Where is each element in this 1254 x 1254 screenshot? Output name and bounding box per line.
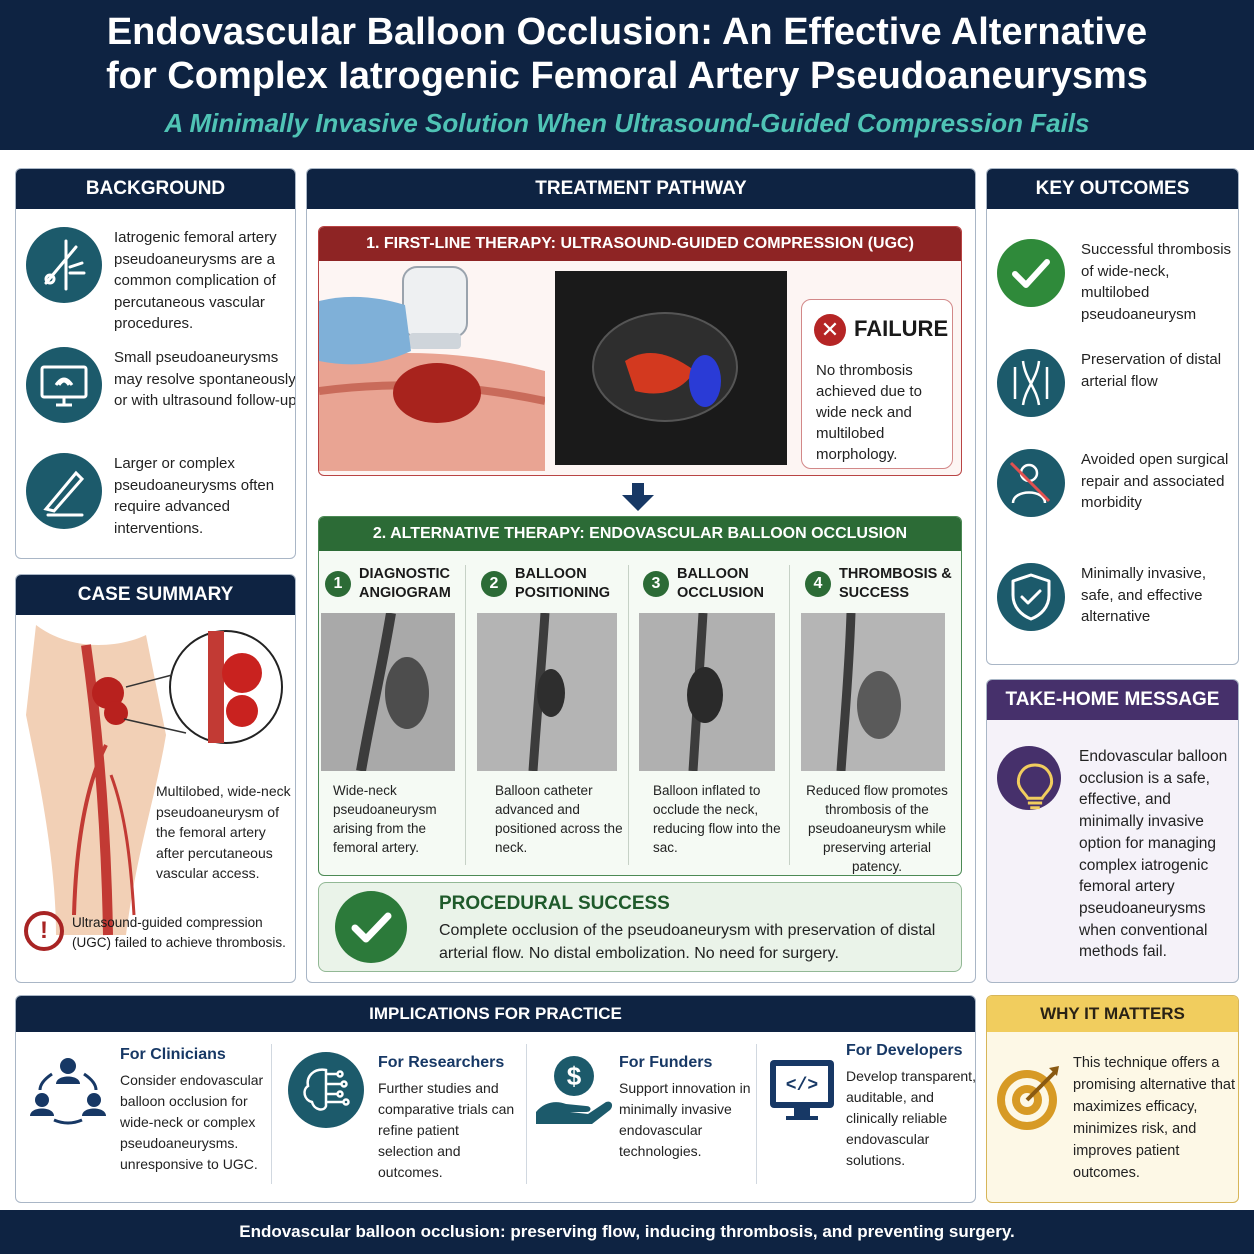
- no-surgery-icon: [997, 449, 1065, 517]
- brain-circuit-icon: [286, 1050, 366, 1130]
- first-line-heading: 1. FIRST-LINE THERAPY: ULTRASOUND-GUIDED…: [319, 227, 961, 261]
- alternative-therapy: 2. ALTERNATIVE THERAPY: ENDOVASCULAR BAL…: [318, 516, 962, 876]
- step-number: 1: [325, 571, 351, 597]
- svg-text:</>: </>: [786, 1076, 818, 1096]
- implication-item: </> For Developers Develop transparent, …: [764, 1036, 976, 1196]
- check-icon: [997, 239, 1065, 307]
- page-title: Endovascular Balloon Occlusion: An Effec…: [106, 11, 1148, 97]
- step-description: Balloon catheter advanced and positioned…: [495, 783, 623, 855]
- clinicians-group-icon: [28, 1050, 108, 1130]
- take-home-panel: TAKE-HOME MESSAGE Endovascular balloon o…: [986, 679, 1239, 983]
- why-it-matters-text: This technique offers a promising altern…: [1073, 1055, 1235, 1181]
- arrow-down-icon: [622, 483, 654, 511]
- implications-heading: IMPLICATIONS FOR PRACTICE: [16, 996, 975, 1032]
- svg-text:$: $: [567, 1061, 582, 1091]
- check-icon: [335, 891, 407, 963]
- step-card: 2 BALLOON POSITIONING Balloon catheter a…: [477, 557, 627, 867]
- case-summary-panel: CASE SUMMARY Multilobed, wide-neck pseud…: [15, 574, 296, 983]
- implication-text: Further studies and comparative trials c…: [378, 1080, 515, 1180]
- angiogram-image: [801, 613, 945, 771]
- ultrasound-monitor-icon: [26, 347, 102, 423]
- dollar-hand-icon: $: [534, 1050, 614, 1130]
- vascular-instrument-icon: [26, 227, 102, 303]
- target-icon: [993, 1062, 1065, 1134]
- step-card: 3 BALLOON OCCLUSION Balloon inflated to …: [639, 557, 789, 867]
- alternative-heading: 2. ALTERNATIVE THERAPY: ENDOVASCULAR BAL…: [319, 517, 961, 551]
- page-header: Endovascular Balloon Occlusion: An Effec…: [0, 0, 1254, 150]
- why-it-matters-panel: WHY IT MATTERS This technique offers a p…: [986, 995, 1239, 1203]
- first-line-therapy: 1. FIRST-LINE THERAPY: ULTRASOUND-GUIDED…: [318, 226, 962, 476]
- step-title: THROMBOSIS & SUCCESS: [839, 566, 952, 601]
- arterial-flow-icon: [997, 349, 1065, 417]
- implication-text: Support innovation in minimally invasive…: [619, 1080, 751, 1159]
- implication-text: Consider endovascular balloon occlusion …: [120, 1072, 264, 1172]
- shield-check-icon: [997, 563, 1065, 631]
- step-description: Reduced flow promotes thrombosis of the …: [806, 783, 948, 874]
- step-number: 3: [643, 571, 669, 597]
- implication-item: $ For Funders Support innovation in mini…: [534, 1036, 770, 1196]
- angiogram-image: [639, 613, 775, 771]
- failure-text: No thrombosis achieved due to wide neck …: [816, 362, 922, 463]
- implication-text: Develop transparent, auditable, and clin…: [846, 1068, 976, 1168]
- procedural-success: PROCEDURAL SUCCESS Complete occlusion of…: [318, 882, 962, 972]
- implication-item: For Clinicians Consider endovascular bal…: [28, 1036, 272, 1196]
- background-panel: BACKGROUND Iatrogenic femoral artery pse…: [15, 168, 296, 559]
- background-item: Small pseudoaneurysms may resolve sponta…: [26, 347, 295, 437]
- implications-panel: IMPLICATIONS FOR PRACTICE For Clinicians…: [15, 995, 976, 1203]
- step-description: Wide-neck pseudoaneurysm arising from th…: [333, 783, 437, 855]
- implication-title: For Clinicians: [120, 1046, 226, 1063]
- page-subtitle: A Minimally Invasive Solution When Ultra…: [164, 108, 1090, 138]
- step-title: BALLOON OCCLUSION: [677, 566, 764, 601]
- key-outcomes-panel: KEY OUTCOMES Successful thrombosis of wi…: [986, 168, 1239, 665]
- treatment-heading: TREATMENT PATHWAY: [307, 169, 975, 209]
- angiogram-image: [321, 613, 455, 771]
- page-footer: Endovascular balloon occlusion: preservi…: [0, 1210, 1254, 1254]
- angiogram-image: [477, 613, 617, 771]
- take-home-heading: TAKE-HOME MESSAGE: [987, 680, 1238, 720]
- success-text: Complete occlusion of the pseudoaneurysm…: [439, 922, 936, 962]
- implication-title: For Funders: [619, 1054, 713, 1071]
- implication-title: For Developers: [846, 1042, 963, 1059]
- compression-illustration: [319, 266, 545, 471]
- femoral-anatomy-illustration: [26, 625, 283, 936]
- step-number: 4: [805, 571, 831, 597]
- step-title: DIAGNOSTIC ANGIOGRAM: [359, 566, 451, 601]
- step-card: 1 DIAGNOSTIC ANGIOGRAM Wide-neck pseudoa…: [321, 557, 463, 867]
- key-outcomes-heading: KEY OUTCOMES: [987, 169, 1238, 209]
- ultrasound-doppler-image: [555, 271, 787, 465]
- why-it-matters-heading: WHY IT MATTERS: [987, 996, 1238, 1032]
- success-title: PROCEDURAL SUCCESS: [439, 893, 670, 914]
- case-description: Multilobed, wide-neck pseudoaneurysm of …: [156, 783, 291, 881]
- background-item: Iatrogenic femoral artery pseudoaneurysm…: [26, 227, 295, 332]
- implication-title: For Researchers: [378, 1054, 505, 1071]
- failure-title: FAILURE: [854, 316, 949, 341]
- alert-icon: !: [24, 911, 64, 951]
- code-monitor-icon: </>: [764, 1050, 844, 1130]
- close-icon: ✕: [814, 314, 846, 346]
- take-home-text: Endovascular balloon occlusion is a safe…: [1079, 748, 1228, 961]
- scalpel-icon: [26, 453, 102, 529]
- background-heading: BACKGROUND: [16, 169, 295, 209]
- step-title: BALLOON POSITIONING: [515, 566, 611, 601]
- lightbulb-icon: [997, 746, 1061, 810]
- step-description: Balloon inflated to occlude the neck, re…: [653, 783, 781, 855]
- implication-item: For Researchers Further studies and comp…: [286, 1036, 526, 1196]
- step-number: 2: [481, 571, 507, 597]
- step-card: 4 THROMBOSIS & SUCCESS Reduced flow prom…: [801, 557, 957, 874]
- background-item: Larger or complex pseudoaneurysms often …: [26, 453, 295, 543]
- failure-callout: ✕ FAILURE No thrombosis achieved due to …: [801, 299, 953, 469]
- case-summary-heading: CASE SUMMARY: [16, 575, 295, 615]
- case-alert: Ultrasound-guided compression (UGC) fail…: [72, 915, 286, 950]
